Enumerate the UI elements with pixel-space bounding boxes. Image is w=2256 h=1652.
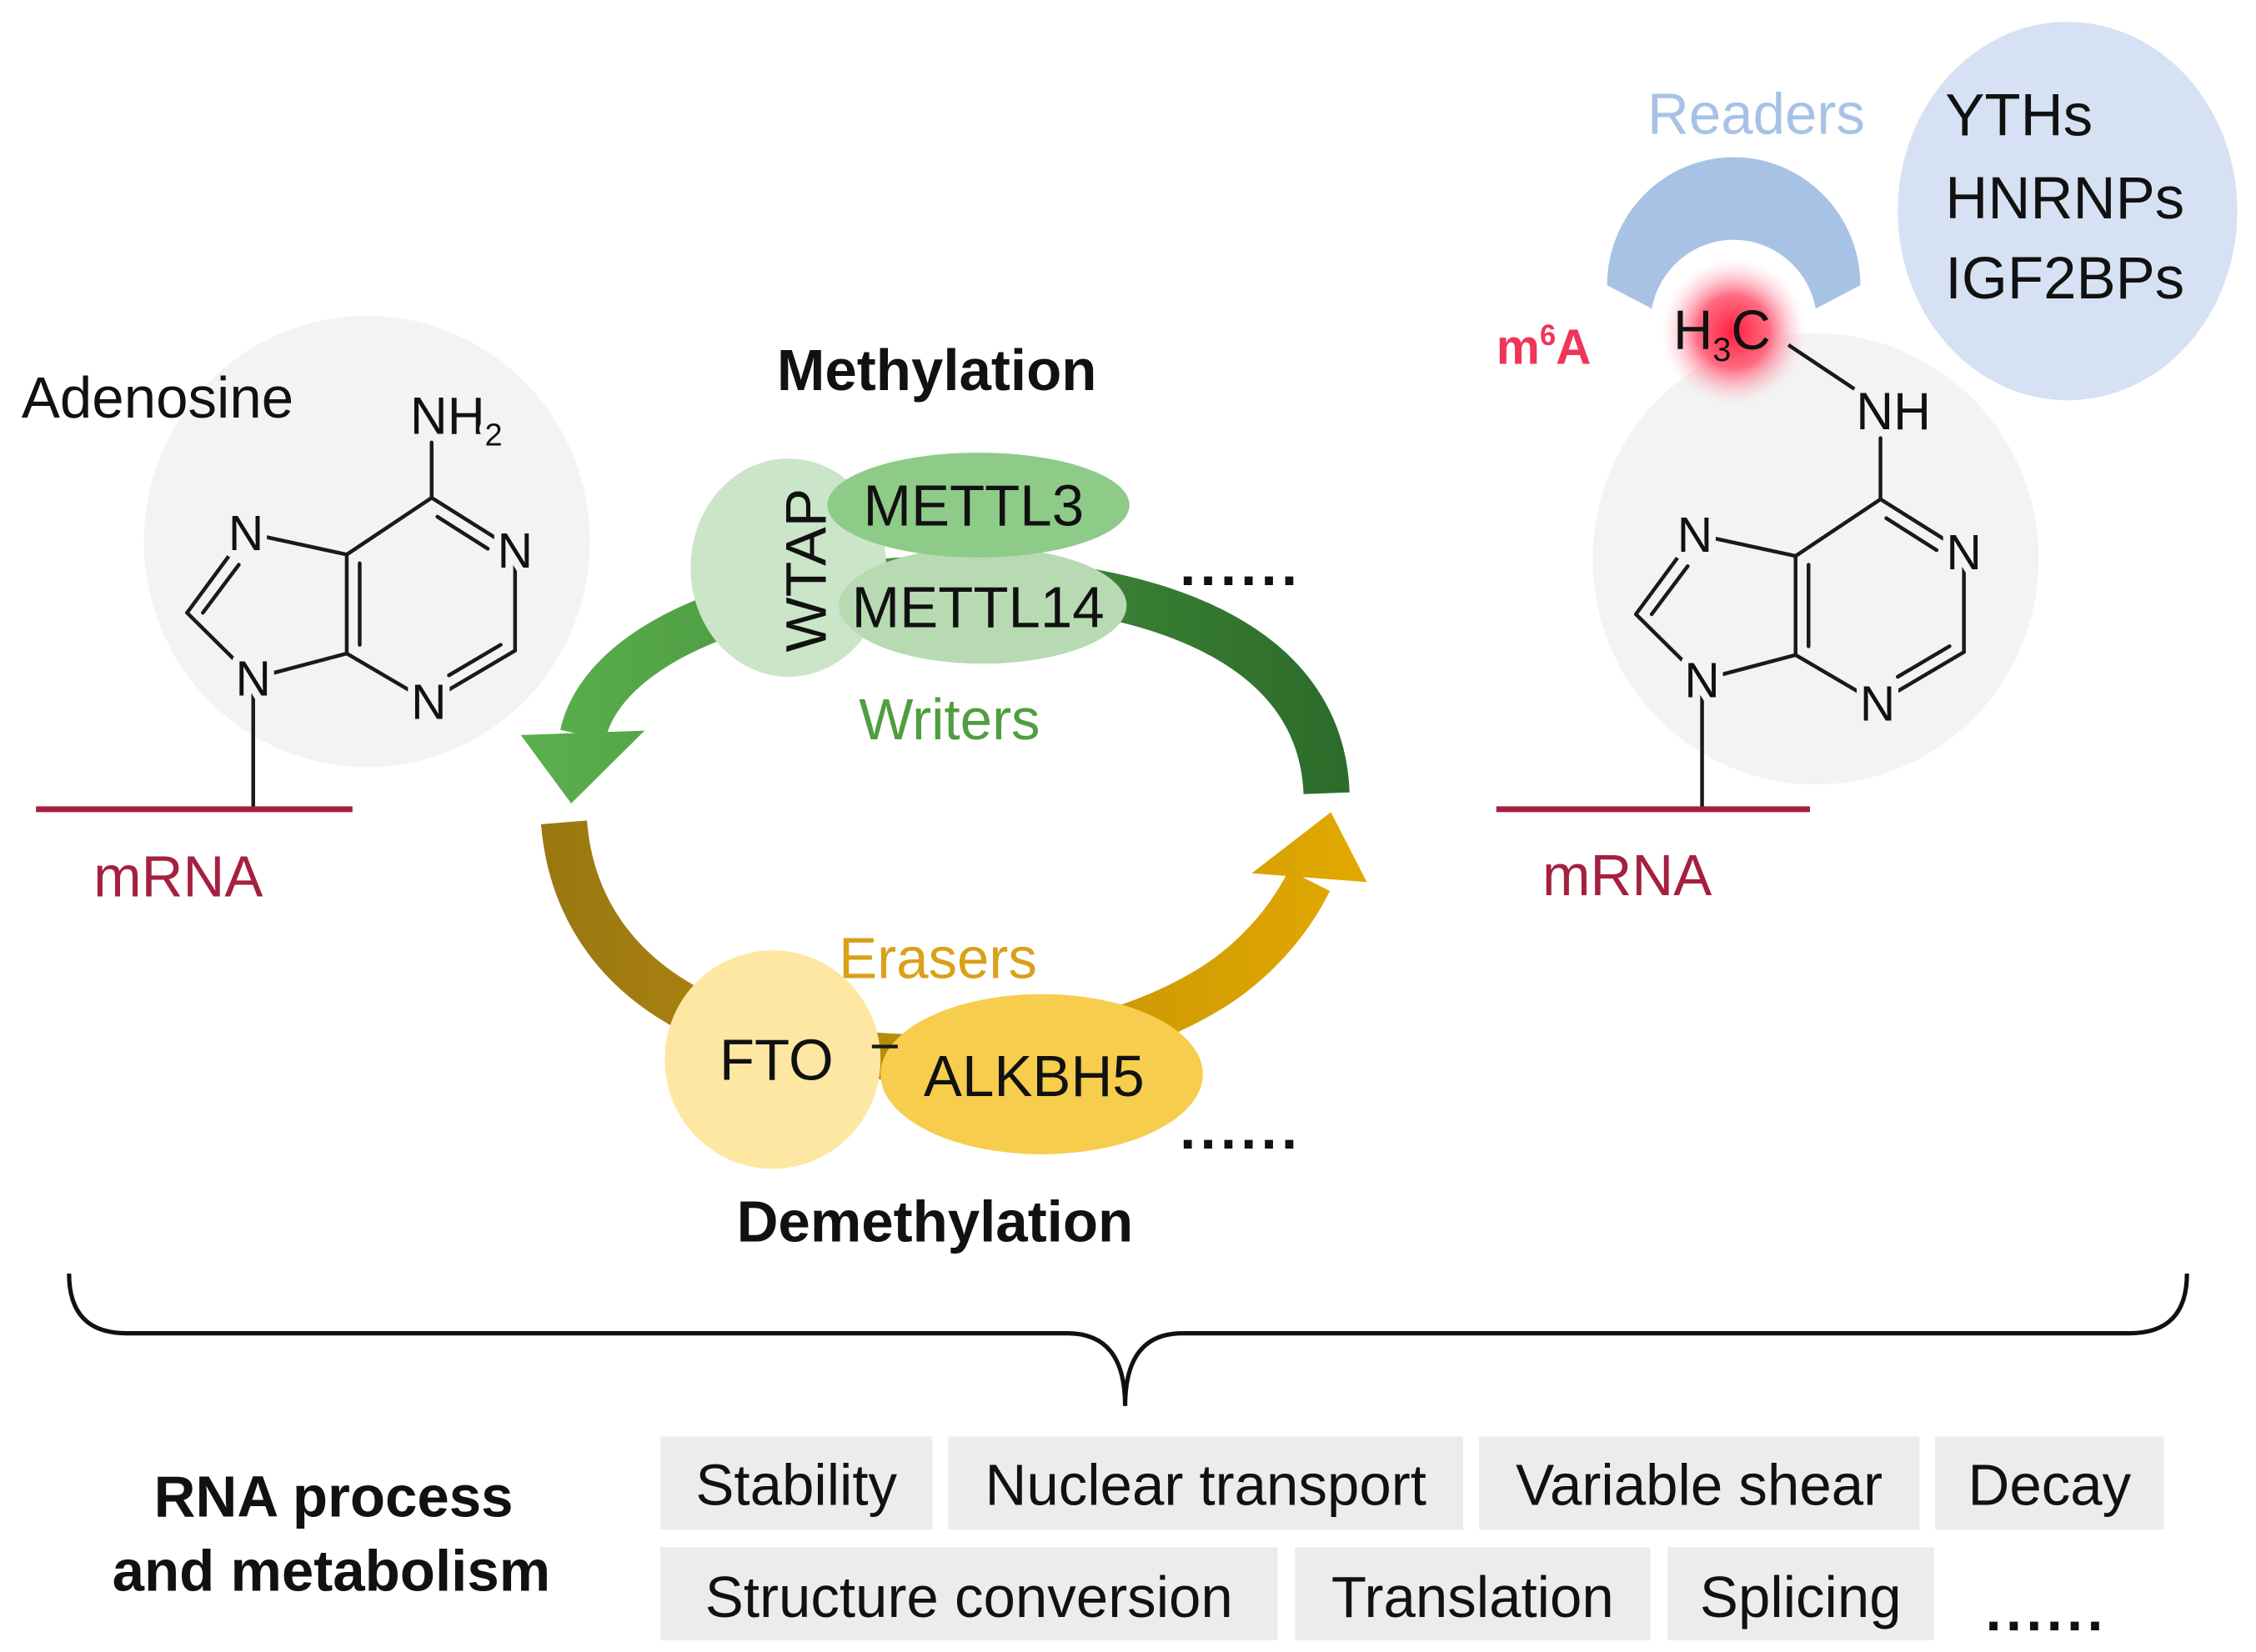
double-bond-line (1896, 644, 1952, 679)
bond-line (344, 495, 434, 557)
methyl-subscript: 3 (1712, 332, 1731, 368)
fto-node (664, 950, 881, 1169)
mettl3-node (827, 453, 1130, 558)
mrna-label: mRNA (93, 844, 263, 909)
bond-line (1878, 497, 1966, 554)
process-box-structure-conversion (660, 1547, 1278, 1641)
reader-igf2bps-label: IGF2BPs (1945, 246, 2184, 312)
process-label-stability: Stability (695, 1452, 897, 1517)
mettl14-node (839, 547, 1127, 664)
bond-line (243, 530, 349, 557)
process-label-translation: Translation (1331, 1564, 1614, 1629)
bond-line (1692, 532, 1797, 558)
mettl3-label: METTL3 (863, 473, 1084, 538)
m6a-label-superscript: 6 (1540, 320, 1556, 352)
erasers-more-ellipsis: ...... (1180, 1095, 1301, 1160)
double-bond-line (1884, 516, 1939, 553)
m6a-label-base: m (1496, 319, 1540, 374)
erasers-complex: Erasers FTO ALKBH5 ...... Demethylation (664, 925, 1301, 1254)
ring-nitrogen-n3: N (1860, 676, 1895, 731)
methylation-arrowhead (520, 730, 645, 803)
reader-proteins-bubble (1898, 22, 2238, 401)
adenosine-label: Adenosine (22, 365, 293, 430)
methyl-c: C (1731, 299, 1770, 361)
mrna-label: mRNA (1542, 843, 1712, 908)
process-label-splicing: Splicing (1700, 1564, 1902, 1629)
bond-line (1633, 612, 1704, 682)
bond-line (429, 495, 518, 553)
process-box-variable-shear (1479, 1436, 1920, 1530)
reader-hnrnps-label: HNRNPs (1945, 166, 2184, 232)
double-bond-line (201, 563, 241, 615)
bond-line (1700, 653, 1797, 682)
m6a-label: m6A (1496, 319, 1592, 374)
ring-nitrogen-n7: N (228, 506, 263, 561)
fto-label: FTO (719, 1027, 834, 1092)
double-bond-line (435, 514, 490, 551)
ring-nitrogen-n9: N (1684, 653, 1719, 708)
demethylation-title: Demethylation (737, 1189, 1134, 1254)
ring-nitrogen-n7: N (1677, 508, 1712, 563)
ring-nitrogen-n9: N (236, 651, 271, 706)
readers-label: Readers (1647, 81, 1865, 146)
bond-line (185, 530, 248, 615)
alkbh5-label: ALKBH5 (924, 1044, 1145, 1109)
bond-line (1793, 653, 1880, 705)
reader-ythS-label: YTHs (1945, 83, 2093, 148)
methyl-group-label: H3C (1673, 299, 1771, 368)
ring-nitrogen-n1: N (1946, 524, 1981, 579)
m6a-group: Readers YTHs HNRNPs IGF2BPs m6A (1496, 22, 2238, 908)
process-box-decay (1935, 1436, 2164, 1530)
reader-protein-shape (1607, 157, 1861, 309)
curly-brace (67, 1273, 2189, 1406)
writers-more-ellipsis: ...... (1180, 533, 1301, 598)
rna-process-section: RNA process and metabolism Stability Nuc… (113, 1436, 2164, 1643)
process-label-nuclear-transport: Nuclear transport (985, 1452, 1426, 1517)
process-label-variable-shear: Variable shear (1516, 1452, 1883, 1517)
adenosine-bonds (185, 440, 518, 812)
m6a-label-end: A (1556, 319, 1591, 374)
process-box-splicing (1667, 1547, 1934, 1641)
rna-process-title-line2: and metabolism (113, 1538, 550, 1603)
methyl-glow (1662, 258, 1806, 405)
bond-line (427, 648, 518, 703)
erasers-label: Erasers (839, 925, 1037, 990)
methylamine-label: NH (1856, 383, 1931, 441)
process-box-nuclear-transport (948, 1436, 1464, 1530)
demethylation-arrowhead (1251, 812, 1367, 883)
bond-line (344, 651, 431, 703)
double-bond-line (447, 643, 503, 678)
amine-symbol: NH (410, 387, 485, 445)
methylation-title: Methylation (777, 338, 1096, 403)
adenosine-group: Adenosine N N N N NH2 mRNA (22, 315, 590, 909)
m6a-bonds (1633, 436, 1966, 812)
mettl14-label: METTL14 (852, 574, 1105, 639)
ring-nitrogen-n1: N (498, 523, 533, 578)
double-bond-line (1649, 564, 1690, 617)
bond-line (185, 610, 255, 681)
m6a-ring-structure: N N N N NH (1633, 375, 1989, 812)
methyl-bond-line (1787, 343, 1857, 392)
amine-subscript: 2 (485, 417, 503, 453)
bond-line (251, 651, 349, 681)
process-more-ellipsis: ...... (1986, 1577, 2108, 1642)
process-label-decay: Decay (1968, 1452, 2132, 1517)
process-label-structure-conversion: Structure conversion (705, 1564, 1233, 1629)
process-box-stability (660, 1436, 933, 1530)
methyl-h: H (1673, 299, 1712, 361)
rna-process-title-line1: RNA process (154, 1464, 514, 1529)
process-box-translation (1295, 1547, 1651, 1641)
alkbh5-node (880, 994, 1203, 1154)
writers-complex: Methylation WTAP METTL3 METTL14 Writers … (690, 338, 1301, 752)
bond-line (1793, 497, 1883, 558)
bond-line (1875, 650, 1966, 705)
ring-nitrogen-n3: N (411, 674, 446, 729)
bond-line (1633, 532, 1697, 617)
wtap-label: WTAP (774, 488, 839, 653)
writers-label: Writers (859, 687, 1040, 752)
